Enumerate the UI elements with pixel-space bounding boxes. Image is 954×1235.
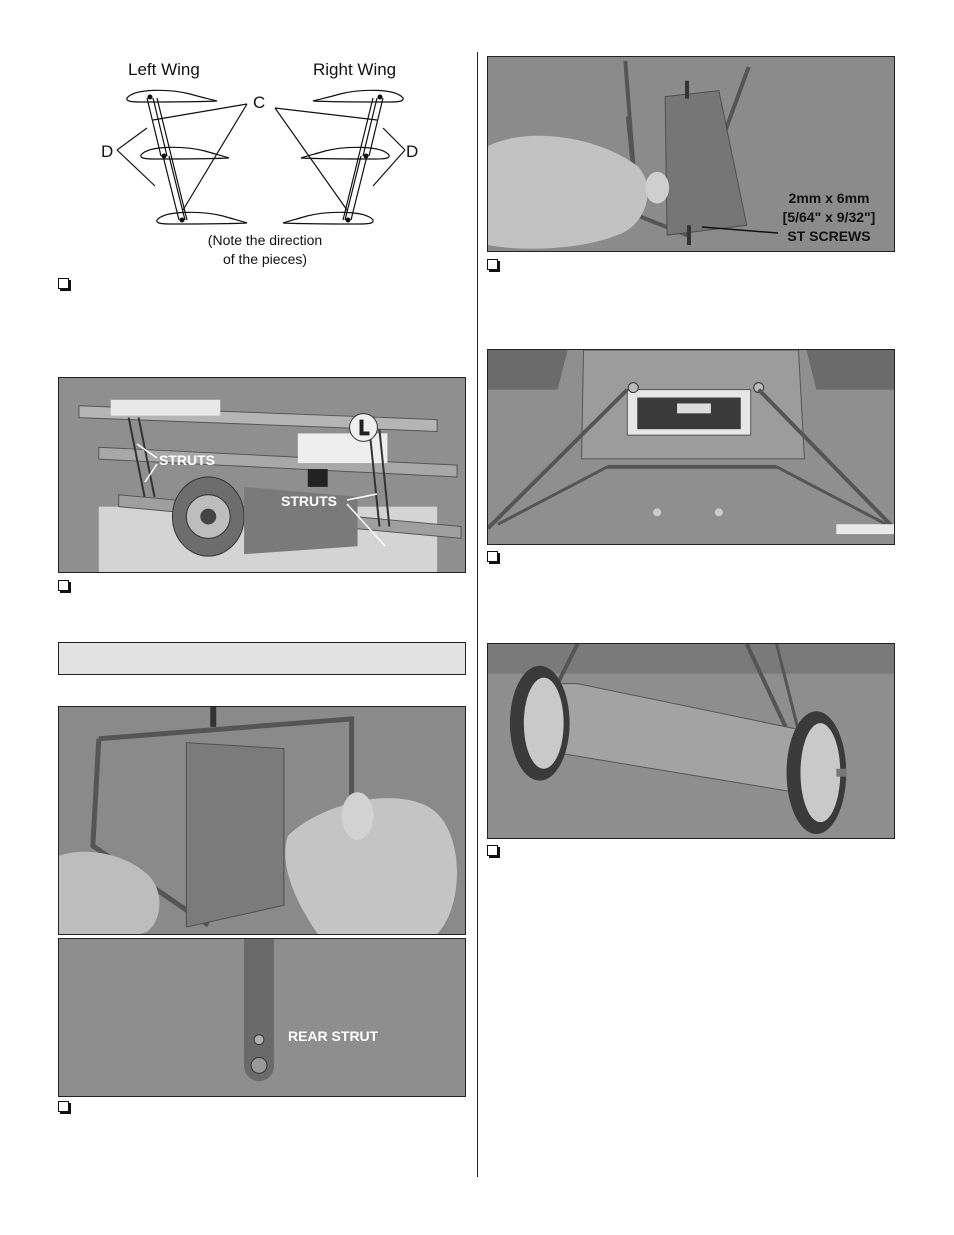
photo-landing-gear-wheels — [487, 643, 895, 839]
st-screws-line3: ST SCREWS — [787, 228, 871, 244]
struts-label-right: STRUTS — [281, 493, 337, 509]
label-d-right: D — [406, 142, 419, 161]
photo-gear-mount — [487, 349, 895, 545]
strut-diagram — [116, 89, 406, 225]
st-screws-leader — [701, 226, 779, 234]
struts-leader-lines — [136, 443, 386, 547]
label-d-left: D — [101, 142, 114, 161]
st-screws-line2: [5/64" x 9/32"] — [782, 209, 876, 225]
st-screws-line1: 2mm x 6mm — [788, 190, 870, 206]
photo-st-screws: 2mm x 6mm [5/64" x 9/32"] ST SCREWS — [487, 56, 895, 252]
right-wing-label: Right Wing — [313, 60, 397, 79]
diagram-note-line2: of the pieces) — [222, 251, 308, 267]
step-checkbox-1[interactable] — [58, 278, 69, 289]
column-divider — [477, 52, 478, 1177]
step-checkbox-5[interactable] — [487, 551, 498, 562]
photo-triplane-struts: STRUTS STRUTS — [58, 377, 466, 573]
step-checkbox-6[interactable] — [487, 845, 498, 856]
step-checkbox-4[interactable] — [487, 259, 498, 270]
diagram-note-line1: (Note the direction — [207, 232, 323, 248]
st-screws-label: 2mm x 6mm [5/64" x 9/32"] ST SCREWS — [774, 189, 884, 246]
photo-rear-strut: REAR STRUT — [58, 938, 466, 1097]
diagram-note: (Note the direction of the pieces) — [190, 231, 340, 269]
step-checkbox-3[interactable] — [58, 1101, 69, 1112]
left-wing-label: Left Wing — [128, 60, 200, 79]
section-heading-box — [58, 642, 466, 675]
photo-gear-strut-hands — [58, 706, 466, 935]
rear-strut-label: REAR STRUT — [288, 1028, 379, 1044]
struts-label-left: STRUTS — [159, 452, 215, 468]
step-checkbox-2[interactable] — [58, 580, 69, 591]
label-c: C — [253, 93, 266, 112]
